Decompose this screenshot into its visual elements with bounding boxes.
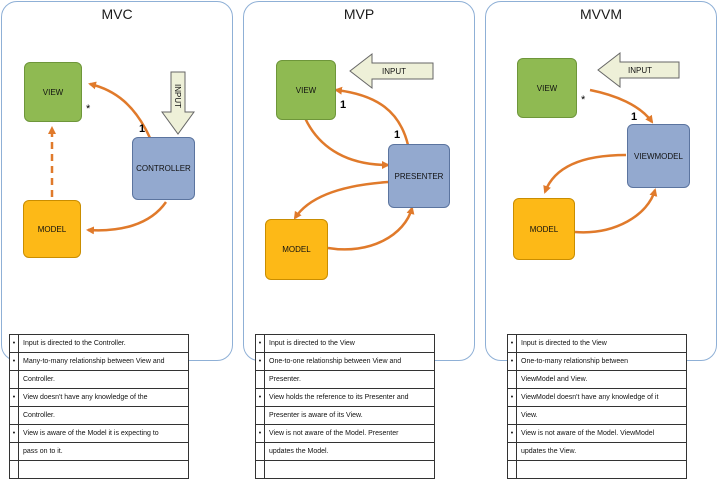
mvc-input-arrow: [161, 71, 195, 135]
note-row: Controller.: [9, 370, 189, 389]
note-row: Presenter is aware of its View.: [255, 406, 435, 425]
mvvm-view-label: VIEW: [536, 83, 558, 93]
mvvm-view-box: VIEW: [517, 58, 577, 118]
note-row: •View is aware of the Model it is expect…: [9, 424, 189, 443]
mvc-input-label: INPUT: [173, 84, 182, 108]
mvp-input-label: INPUT: [382, 67, 406, 76]
note-text: View is not aware of the Model. ViewMode…: [516, 424, 687, 443]
mvp-mult-presenter: 1: [394, 129, 401, 141]
note-row: •View is not aware of the Model. ViewMod…: [507, 424, 687, 443]
mvvm-viewmodel-box: VIEWMODEL: [627, 124, 690, 188]
note-text: View is not aware of the Model. Presente…: [264, 424, 435, 443]
note-text: View holds the reference to its Presente…: [264, 388, 435, 407]
mvp-model-label: MODEL: [282, 245, 311, 254]
note-text: Input is directed to the View: [264, 334, 435, 353]
note-text: ViewModel and View.: [516, 370, 687, 389]
mvc-controller-box: CONTROLLER: [132, 137, 195, 200]
mvvm-input-arrow: [597, 51, 680, 89]
note-text: Input is directed to the Controller.: [18, 334, 189, 353]
mvc-title: MVC: [101, 6, 133, 22]
mvp-presenter-label: PRESENTER: [394, 171, 444, 181]
mvp-notes: •Input is directed to the View •One-to-o…: [255, 334, 435, 479]
mvvm-mult-many: *: [581, 94, 586, 106]
note-row: ViewModel and View.: [507, 370, 687, 389]
note-row: •Input is directed to the Controller.: [9, 334, 189, 353]
mvc-mult-many: *: [86, 103, 91, 115]
note-text: Presenter is aware of its View.: [264, 406, 435, 425]
mvc-view-label: VIEW: [42, 87, 64, 97]
mvc-model-label: MODEL: [37, 224, 67, 234]
mvvm-model-to-viewmodel-arrow: [574, 188, 658, 234]
note-row: •View is not aware of the Model. Present…: [255, 424, 435, 443]
mvc-view-box: VIEW: [24, 62, 82, 122]
mvc-notes: •Input is directed to the Controller. •M…: [9, 334, 189, 479]
note-text: Presenter.: [264, 370, 435, 389]
note-text: updates the Model.: [264, 442, 435, 461]
note-row: •View holds the reference to its Present…: [255, 388, 435, 407]
note-row: updates the Model.: [255, 442, 435, 461]
note-text: View doesn't have any knowledge of the: [18, 388, 189, 407]
note-text: updates the View.: [516, 442, 687, 461]
mvvm-title: MVVM: [580, 6, 622, 22]
note-row: pass on to it.: [9, 442, 189, 461]
mvp-presenter-to-view-arrow: [334, 86, 410, 146]
note-row: •Input is directed to the View: [255, 334, 435, 353]
mvvm-viewmodel-label: VIEWMODEL: [634, 151, 683, 161]
mvvm-view-to-viewmodel-arrow: [589, 88, 654, 124]
note-row: •One-to-one relationship between View an…: [255, 352, 435, 371]
mvvm-input-label: INPUT: [628, 66, 652, 75]
mvp-mult-view: 1: [340, 99, 347, 111]
mvvm-mult-one: 1: [631, 111, 638, 123]
note-text: One-to-many relationship between: [516, 352, 687, 371]
note-row: •Many-to-many relationship between View …: [9, 352, 189, 371]
note-row: •One-to-many relationship between: [507, 352, 687, 371]
note-row: •View doesn't have any knowledge of the: [9, 388, 189, 407]
note-row: •ViewModel doesn't have any knowledge of…: [507, 388, 687, 407]
mvp-title: MVP: [343, 6, 375, 22]
note-text: Many-to-many relationship between View a…: [18, 352, 189, 371]
note-text: Controller.: [18, 406, 189, 425]
note-text: Input is directed to the View: [516, 334, 687, 353]
mvp-presenter-box: PRESENTER: [388, 144, 450, 208]
mvp-presenter-to-model-arrow: [293, 180, 389, 220]
mvc-mult-one: 1: [139, 123, 146, 135]
mvvm-viewmodel-to-model-arrow: [543, 153, 627, 194]
note-text: Controller.: [18, 370, 189, 389]
mvc-controller-to-view-arrow: [88, 81, 152, 139]
mvp-model-box: MODEL: [265, 219, 328, 280]
note-text: pass on to it.: [18, 442, 189, 461]
note-text: ViewModel doesn't have any knowledge of …: [516, 388, 687, 407]
note-row: Presenter.: [255, 370, 435, 389]
note-text: One-to-one relationship between View and: [264, 352, 435, 371]
mvp-view-label: VIEW: [295, 85, 317, 95]
mvp-model-to-presenter-arrow: [327, 206, 415, 251]
mvvm-notes: •Input is directed to the View •One-to-m…: [507, 334, 687, 479]
mvp-view-to-presenter-arrow: [303, 117, 390, 169]
mvc-controller-label: CONTROLLER: [136, 164, 191, 173]
mvc-model-box: MODEL: [23, 200, 81, 258]
mvvm-model-label: MODEL: [529, 224, 559, 234]
note-row: updates the View.: [507, 442, 687, 461]
note-row: View.: [507, 406, 687, 425]
mvp-view-box: VIEW: [276, 60, 336, 120]
note-text: View.: [516, 406, 687, 425]
mvp-input-arrow: [349, 52, 434, 90]
mvc-controller-to-model-arrow: [86, 201, 168, 235]
note-row: •Input is directed to the View: [507, 334, 687, 353]
note-text: View is aware of the Model it is expecti…: [18, 424, 189, 443]
note-row: Controller.: [9, 406, 189, 425]
mvvm-model-box: MODEL: [513, 198, 575, 260]
